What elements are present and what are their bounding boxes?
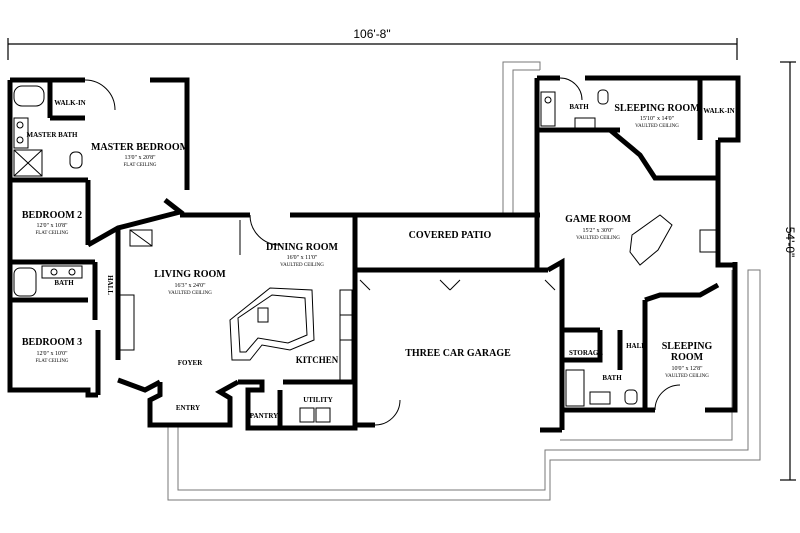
walk-in-right-label: WALK-IN [703, 107, 735, 115]
garage-label: THREE CAR GARAGE [405, 348, 511, 359]
depth-dimension-label: 54'-0" [783, 227, 797, 258]
bedroom2-name: BEDROOM 2 [22, 210, 82, 221]
fixtures [13, 77, 717, 426]
storage-label: STORAGE [569, 349, 603, 357]
sleeping-room-bottom-name: SLEEPING [662, 341, 713, 352]
sleeping-room-bottom-size: 10'0" x 12'8" [671, 366, 703, 372]
dining-room-note: VAULTED CEILING [280, 263, 324, 268]
game-room-name: GAME ROOM [565, 214, 631, 225]
depth-dimension: 54'-0" [780, 61, 797, 481]
game-room-size: 15'2" x 30'0" [582, 228, 614, 234]
width-dimension-label: 106'-8" [353, 27, 390, 41]
pantry-label: PANTRY [250, 412, 278, 420]
bedroom2-note: FLAT CEILING [35, 231, 68, 236]
bedroom3-note: FLAT CEILING [35, 359, 68, 364]
sleeping-room-top-name: SLEEPING ROOM [614, 103, 700, 114]
bath-right-top-label: BATH [569, 103, 589, 111]
bedroom3-name: BEDROOM 3 [22, 337, 82, 348]
living-room-size: 16'3" x 24'0" [174, 283, 206, 289]
room-labels: WALK-IN MASTER BATH MASTER BEDROOM 13'0"… [22, 99, 735, 420]
covered-patio-label: COVERED PATIO [409, 230, 492, 241]
hall-right-label: HALL [626, 342, 646, 350]
utility-label: UTILITY [303, 396, 333, 404]
hall-left-label: HALL [106, 275, 114, 295]
kitchen-label: KITCHEN [296, 355, 339, 365]
sleeping-room-bottom-note: VAULTED CEILING [665, 374, 709, 379]
living-room-name: LIVING ROOM [154, 269, 226, 280]
bath-left-label: BATH [54, 279, 74, 287]
dining-room-size: 16'0" x 11'0" [287, 255, 318, 261]
roof-outline [167, 61, 761, 501]
sleeping-room-top-note: VAULTED CEILING [635, 124, 679, 129]
foyer-label: FOYER [178, 359, 203, 367]
master-bedroom-size: 13'0" x 20'8" [124, 155, 156, 161]
bedroom2-size: 12'0" x 10'8" [36, 223, 68, 229]
sleeping-room-bottom-name2: ROOM [671, 352, 704, 363]
master-bedroom-note: FLAT CEILING [123, 163, 156, 168]
bath-right-bottom-label: BATH [602, 374, 622, 382]
walls [7, 75, 741, 433]
game-room-note: VAULTED CEILING [576, 236, 620, 241]
bedroom3-size: 12'0" x 10'0" [36, 351, 68, 357]
dining-room-name: DINING ROOM [266, 242, 339, 253]
width-dimension: 106'-8" [7, 27, 738, 60]
entry-label: ENTRY [176, 404, 200, 412]
walk-in-master-label: WALK-IN [54, 99, 86, 107]
master-bedroom-name: MASTER BEDROOM [91, 142, 190, 153]
master-bath-label: MASTER BATH [26, 131, 78, 139]
sleeping-room-top-size: 15'10" x 14'0" [640, 116, 675, 122]
living-room-note: VAULTED CEILING [168, 291, 212, 296]
